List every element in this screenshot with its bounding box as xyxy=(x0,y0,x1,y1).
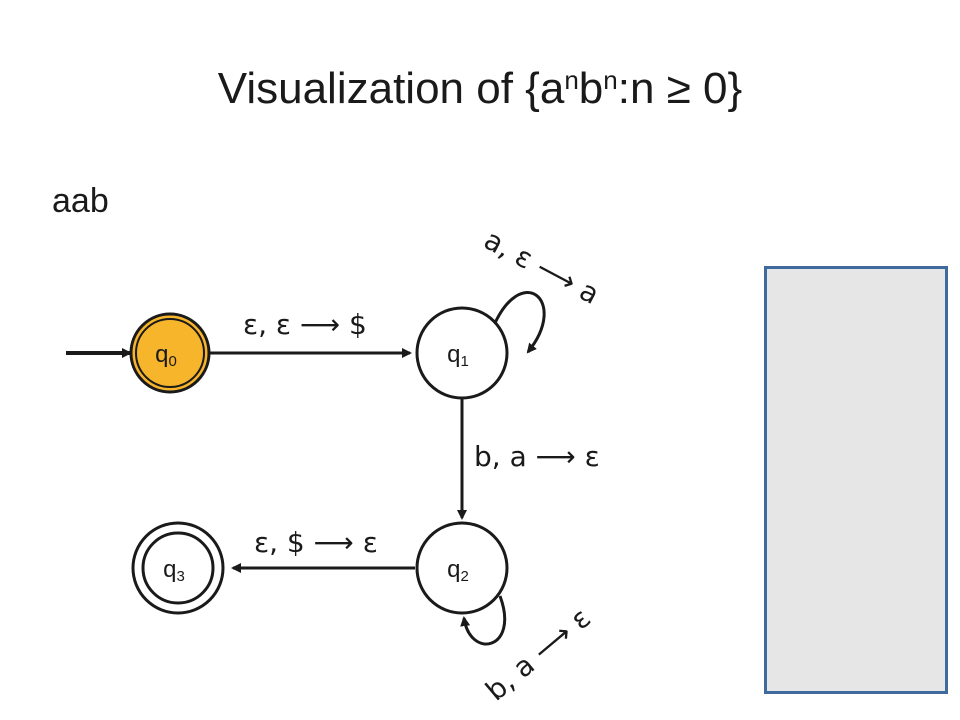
state-q2-label: q2 xyxy=(447,556,469,585)
state-q1-label: q1 xyxy=(447,341,469,370)
transition-q2-loop-arrow xyxy=(460,595,507,646)
stack-box xyxy=(764,266,948,694)
state-q1: q1 xyxy=(415,306,509,400)
page-title: Visualization of {anbn:n ≥ 0} xyxy=(217,64,743,113)
input-string: aab xyxy=(52,182,109,220)
state-q0-circle xyxy=(129,312,211,394)
transition-q1-q2-label: b, a ⟶ ε xyxy=(474,440,600,473)
transition-q0-q1-label: ε, ε ⟶ $ xyxy=(243,308,367,341)
state-q0: q0 xyxy=(129,312,211,394)
transition-q2-loop-label: b, a ⟶ ε xyxy=(479,601,597,707)
state-q3-label: q3 xyxy=(163,556,185,585)
state-q3: q3 xyxy=(131,521,225,615)
transition-q1-loop-arrow xyxy=(490,291,546,354)
state-q1-circle xyxy=(415,306,509,400)
transition-q2-q3-label: ε, $ ⟶ ε xyxy=(254,526,378,559)
state-q2-circle xyxy=(415,521,509,615)
transition-q1-loop-label: a, ε ⟶ a xyxy=(479,223,605,311)
state-q2: q2 xyxy=(415,521,509,615)
state-q0-inner-ring xyxy=(135,318,205,388)
state-q3-inner-circle xyxy=(141,531,215,605)
state-q0-label: q0 xyxy=(155,341,177,370)
